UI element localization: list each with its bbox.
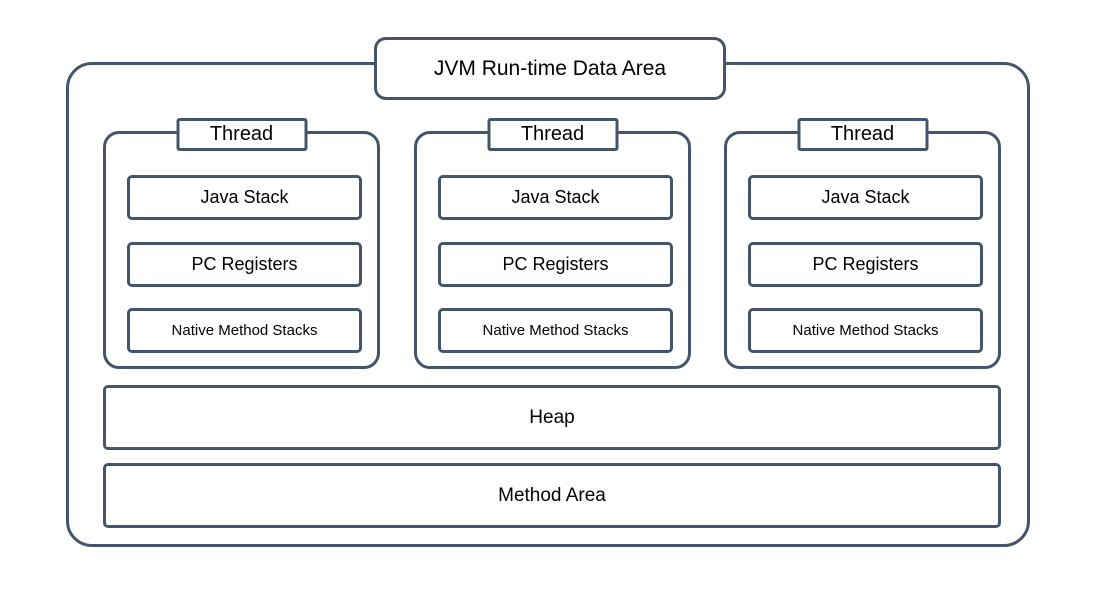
method-area-box: Method Area — [103, 463, 1001, 528]
java-stack-box: Java Stack — [438, 175, 673, 220]
java-stack-box: Java Stack — [127, 175, 362, 220]
native-method-stacks-box: Native Method Stacks — [127, 308, 362, 353]
thread-tab-label: Thread — [797, 118, 928, 151]
heap-box: Heap — [103, 385, 1001, 450]
thread-container-3: Thread Java Stack PC Registers Native Me… — [724, 118, 1001, 369]
java-stack-box: Java Stack — [748, 175, 983, 220]
pc-registers-box: PC Registers — [127, 242, 362, 287]
thread-container-1: Thread Java Stack PC Registers Native Me… — [103, 118, 380, 369]
thread-tab-label: Thread — [487, 118, 618, 151]
pc-registers-box: PC Registers — [438, 242, 673, 287]
pc-registers-box: PC Registers — [748, 242, 983, 287]
native-method-stacks-box: Native Method Stacks — [748, 308, 983, 353]
thread-container-2: Thread Java Stack PC Registers Native Me… — [414, 118, 691, 369]
diagram-title: JVM Run-time Data Area — [374, 37, 726, 100]
native-method-stacks-box: Native Method Stacks — [438, 308, 673, 353]
thread-tab-label: Thread — [176, 118, 307, 151]
